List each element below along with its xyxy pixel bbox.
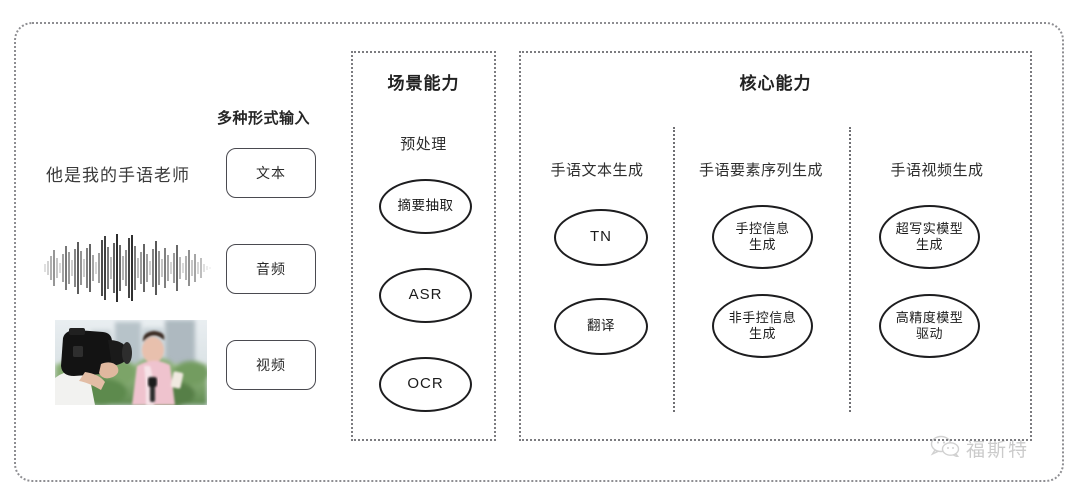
core-column-divider-1 [673,127,675,412]
input-chip-text[interactable]: 文本 [226,148,316,198]
node-translation-label: 翻译 [587,318,615,334]
node-hyperrealistic-model-generation[interactable]: 超写实模型 生成 [879,205,980,269]
core-capability-title: 核心能力 [739,74,812,93]
audio-waveform [40,232,216,304]
input-chip-text-label: 文本 [256,165,286,181]
sample-sentence: 他是我的手语老师 [46,166,190,185]
core-capability-panel [519,51,1032,441]
node-non-manual-info-generation-label: 非手控信息 生成 [728,309,797,341]
node-non-manual-info-generation[interactable]: 非手控信息 生成 [712,294,813,358]
video-thumbnail [55,320,207,405]
input-section-caption: 多种形式输入 [217,110,311,127]
scene-capability-title: 场景能力 [387,74,460,93]
scene-capability-panel [351,51,496,441]
input-chip-audio-label: 音频 [256,261,286,277]
wechat-icon [930,435,961,462]
input-chip-video-label: 视频 [256,357,286,373]
node-ocr[interactable]: OCR [379,357,472,412]
input-chip-audio[interactable]: 音频 [226,244,316,294]
node-high-precision-model-drive-label: 高精度模型 驱动 [895,309,964,341]
core-column-divider-2 [849,127,851,412]
core-column-label-sign-video: 手语视频生成 [890,162,984,179]
node-tn-label: TN [590,228,612,246]
node-ocr-label: OCR [407,375,444,393]
node-summary-extraction-label: 摘要抽取 [397,198,454,214]
watermark: 福斯特 [930,435,1029,462]
node-asr[interactable]: ASR [379,268,472,323]
node-summary-extraction[interactable]: 摘要抽取 [379,179,472,234]
node-manual-info-generation-label: 手控信息 生成 [735,220,790,252]
outer-frame [14,22,1064,482]
node-tn[interactable]: TN [554,209,648,266]
core-column-label-sign-elements: 手语要素序列生成 [698,162,823,179]
scene-group-label-preprocess: 预处理 [400,136,447,153]
node-translation[interactable]: 翻译 [554,298,648,355]
node-hyperrealistic-model-generation-label: 超写实模型 生成 [895,220,964,252]
node-high-precision-model-drive[interactable]: 高精度模型 驱动 [879,294,980,358]
input-chip-video[interactable]: 视频 [226,340,316,390]
core-column-label-sign-text: 手语文本生成 [550,162,644,179]
node-manual-info-generation[interactable]: 手控信息 生成 [712,205,813,269]
node-asr-label: ASR [408,286,443,304]
watermark-text: 福斯特 [966,439,1030,461]
